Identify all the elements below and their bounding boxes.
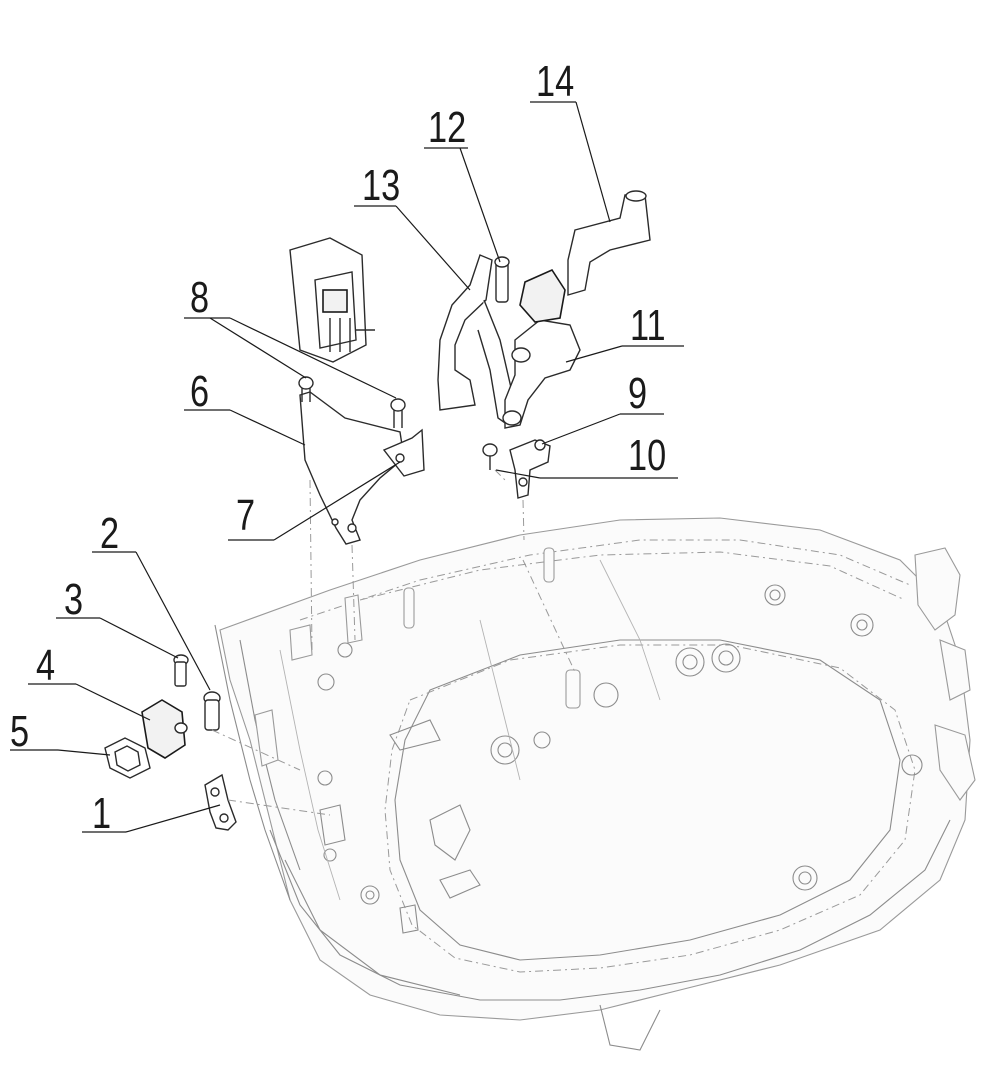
callout-label: 12: [428, 103, 466, 152]
callout-label: 8: [190, 273, 209, 322]
screw-part-8a: [298, 376, 314, 402]
callout-label: 14: [536, 57, 574, 106]
callout-12: 12: [424, 103, 501, 263]
screw-part-8b: [390, 398, 406, 428]
screw-part-10: [482, 443, 498, 470]
callout-5: 5: [10, 707, 111, 756]
frame-assembly: [214, 517, 976, 1051]
callouts: 1 2 3 4 5 6: [10, 57, 684, 838]
valve-part-11: [502, 268, 581, 429]
callout-label: 9: [628, 369, 647, 418]
callout-label: 6: [190, 367, 209, 416]
callout-14: 14: [530, 57, 611, 223]
callout-6: 6: [184, 367, 306, 446]
callout-label: 5: [10, 707, 29, 756]
callout-3: 3: [56, 575, 179, 659]
grommet-part-4: [141, 699, 188, 759]
hose-part-14: [567, 190, 651, 296]
callout-1: 1: [82, 789, 221, 838]
callout-8: 8: [184, 273, 397, 399]
bracket-part-9-10: [509, 439, 551, 499]
callout-label: 7: [236, 491, 255, 540]
parts: [104, 190, 651, 831]
screw-part-3: [173, 654, 189, 687]
gasket-part-5: [104, 737, 151, 779]
callout-label: 2: [100, 509, 119, 558]
callout-9: 9: [541, 369, 664, 445]
relay-connector-part: [289, 237, 375, 363]
callout-label: 13: [362, 161, 400, 210]
callout-label: 10: [628, 431, 666, 480]
callout-10: 10: [495, 431, 678, 480]
screw-part-12: [494, 256, 510, 303]
bracket-part-1: [204, 773, 237, 831]
callout-11: 11: [565, 301, 684, 363]
callout-label: 11: [630, 301, 666, 350]
callout-2: 2: [92, 509, 211, 691]
callout-7: 7: [228, 461, 401, 541]
callout-4: 4: [28, 641, 151, 721]
callout-label: 1: [92, 789, 111, 838]
bracket-part: [299, 391, 425, 545]
callout-label: 3: [64, 575, 83, 624]
callout-label: 4: [36, 641, 55, 690]
callout-13: 13: [354, 161, 471, 291]
screw-part-2: [203, 691, 221, 731]
